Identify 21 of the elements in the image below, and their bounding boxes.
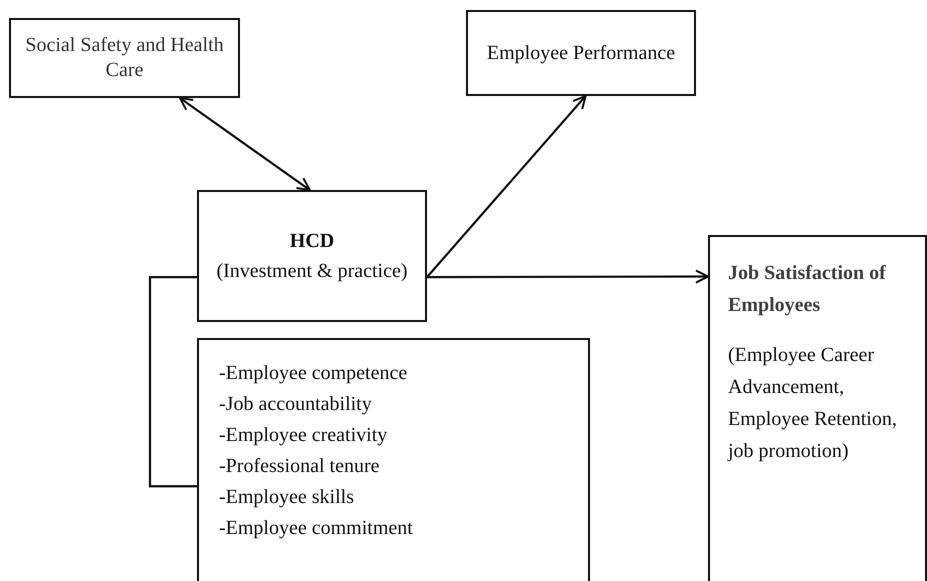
list-box (197, 338, 590, 581)
list-item: -Employee competence (219, 361, 408, 386)
concept-box (197, 190, 427, 322)
concept-box (708, 235, 927, 581)
box-heading: HCD (290, 229, 334, 254)
box-text: (Investment & practice) (216, 259, 408, 284)
box-text: (Employee Career Advancement, Employee Retention, job promotion) (728, 343, 898, 464)
list-item: -Employee creativity (219, 423, 388, 448)
concept-box (466, 10, 696, 96)
list-item: -Employee skills (219, 485, 354, 510)
box-label: Social Safety and Health Care (24, 33, 225, 83)
connector-line (148, 276, 197, 488)
box-label: Employee Performance (486, 40, 676, 66)
concept-box (9, 18, 240, 98)
double-arrow (178, 97, 311, 191)
list-item: -Job accountability (219, 392, 372, 417)
arrow (427, 270, 709, 284)
list-item: -Professional tenure (219, 454, 380, 479)
box-heading: Job Satisfaction of Employees (728, 261, 887, 318)
arrow (426, 95, 587, 278)
list-item: -Employee commitment (219, 516, 413, 541)
